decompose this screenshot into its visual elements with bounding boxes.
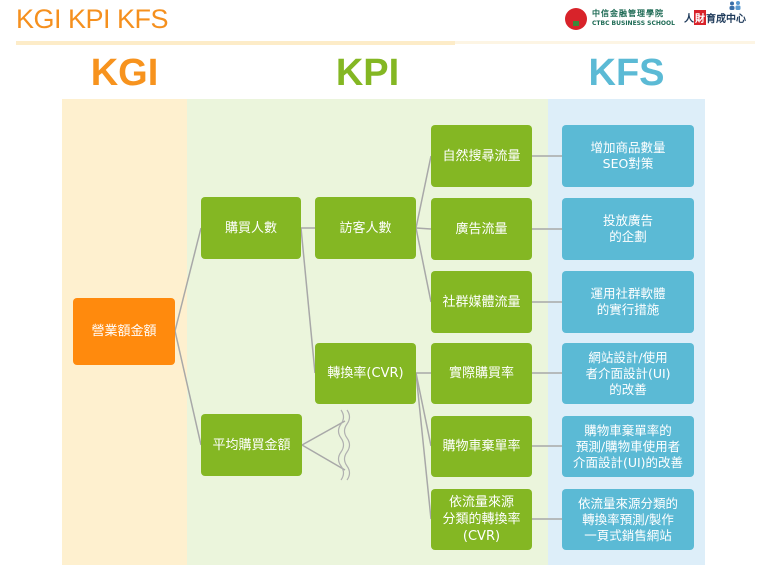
connector-kgi-to-avg-amount	[174, 330, 202, 446]
connector-visitors-to-organic	[415, 155, 432, 229]
kpi-social-traffic-box: 社群媒體流量	[431, 271, 532, 333]
connector-kgi-to-buyers	[174, 227, 202, 332]
kpi-avg-amount-box: 平均購買金額	[201, 414, 302, 476]
people-icon	[729, 1, 741, 10]
kpi-actual-purchase-rate-box: 實際購買率	[431, 343, 532, 404]
kfs-social-box: 運用社群軟體 的實行措施	[562, 271, 694, 333]
kpi-ad-traffic-box: 廣告流量	[431, 198, 532, 260]
kfs-ui-improve-box: 網站設計/使用 者介面設計(UI) 的改善	[562, 343, 694, 404]
slide-title: KGI KPI KFS	[16, 4, 169, 34]
kpi-cart-abandon-rate-box: 購物車棄單率	[431, 416, 532, 477]
kfs-ad-plan-box: 投放廣告 的企劃	[562, 198, 694, 260]
ctbc-logo: 中信金融管理學院 CTBC BUSINESS SCHOOL	[565, 8, 675, 30]
ctbc-seal-icon	[565, 8, 587, 30]
connector-visitors-to-ads	[415, 227, 432, 230]
kfs-landing-page-box: 依流量來源分類的 轉換率預測/製作 一頁式銷售網站	[562, 489, 694, 550]
connector-buyers-to-cvr	[300, 227, 316, 374]
connector-visitors-to-social	[415, 227, 432, 303]
hr-center-logo: 人財育成中心	[684, 1, 746, 25]
kfs-cart-predict-box: 購物車棄單率的 預測/購物車使用者 介面設計(UI)的改善	[562, 416, 694, 477]
connector-cvr-to-source	[415, 372, 432, 520]
ctbc-logo-zh: 中信金融管理學院	[592, 9, 664, 18]
kpi-buyers-box: 購買人數	[201, 197, 301, 259]
ctbc-logo-en: CTBC BUSINESS SCHOOL	[592, 20, 675, 27]
kfs-seo-box: 增加商品數量 SEO對策	[562, 125, 694, 187]
connector-cvr-to-abandon	[415, 372, 432, 447]
column-heading-kfs: KFS	[588, 52, 665, 94]
wavy-break-icon	[337, 409, 351, 481]
kpi-organic-traffic-box: 自然搜尋流量	[431, 125, 532, 187]
column-heading-kgi: KGI	[90, 52, 159, 94]
hr-logo-part2: 財	[694, 10, 706, 25]
kpi-cvr-box: 轉換率(CVR)	[315, 343, 416, 404]
connector-avg-amount-lower	[301, 444, 346, 471]
kpi-source-cvr-box: 依流量來源 分類的轉換率 (CVR)	[431, 489, 532, 550]
connector-avg-amount-upper	[301, 420, 346, 446]
hr-logo-part3: 育成中心	[706, 14, 746, 25]
column-heading-kpi: KPI	[335, 52, 400, 94]
title-divider	[16, 41, 455, 45]
hr-logo-part1: 人	[684, 14, 694, 25]
title-divider-faint	[455, 41, 755, 44]
kgi-revenue-box: 營業額金額	[73, 298, 175, 365]
kpi-visitors-box: 訪客人數	[315, 197, 416, 259]
